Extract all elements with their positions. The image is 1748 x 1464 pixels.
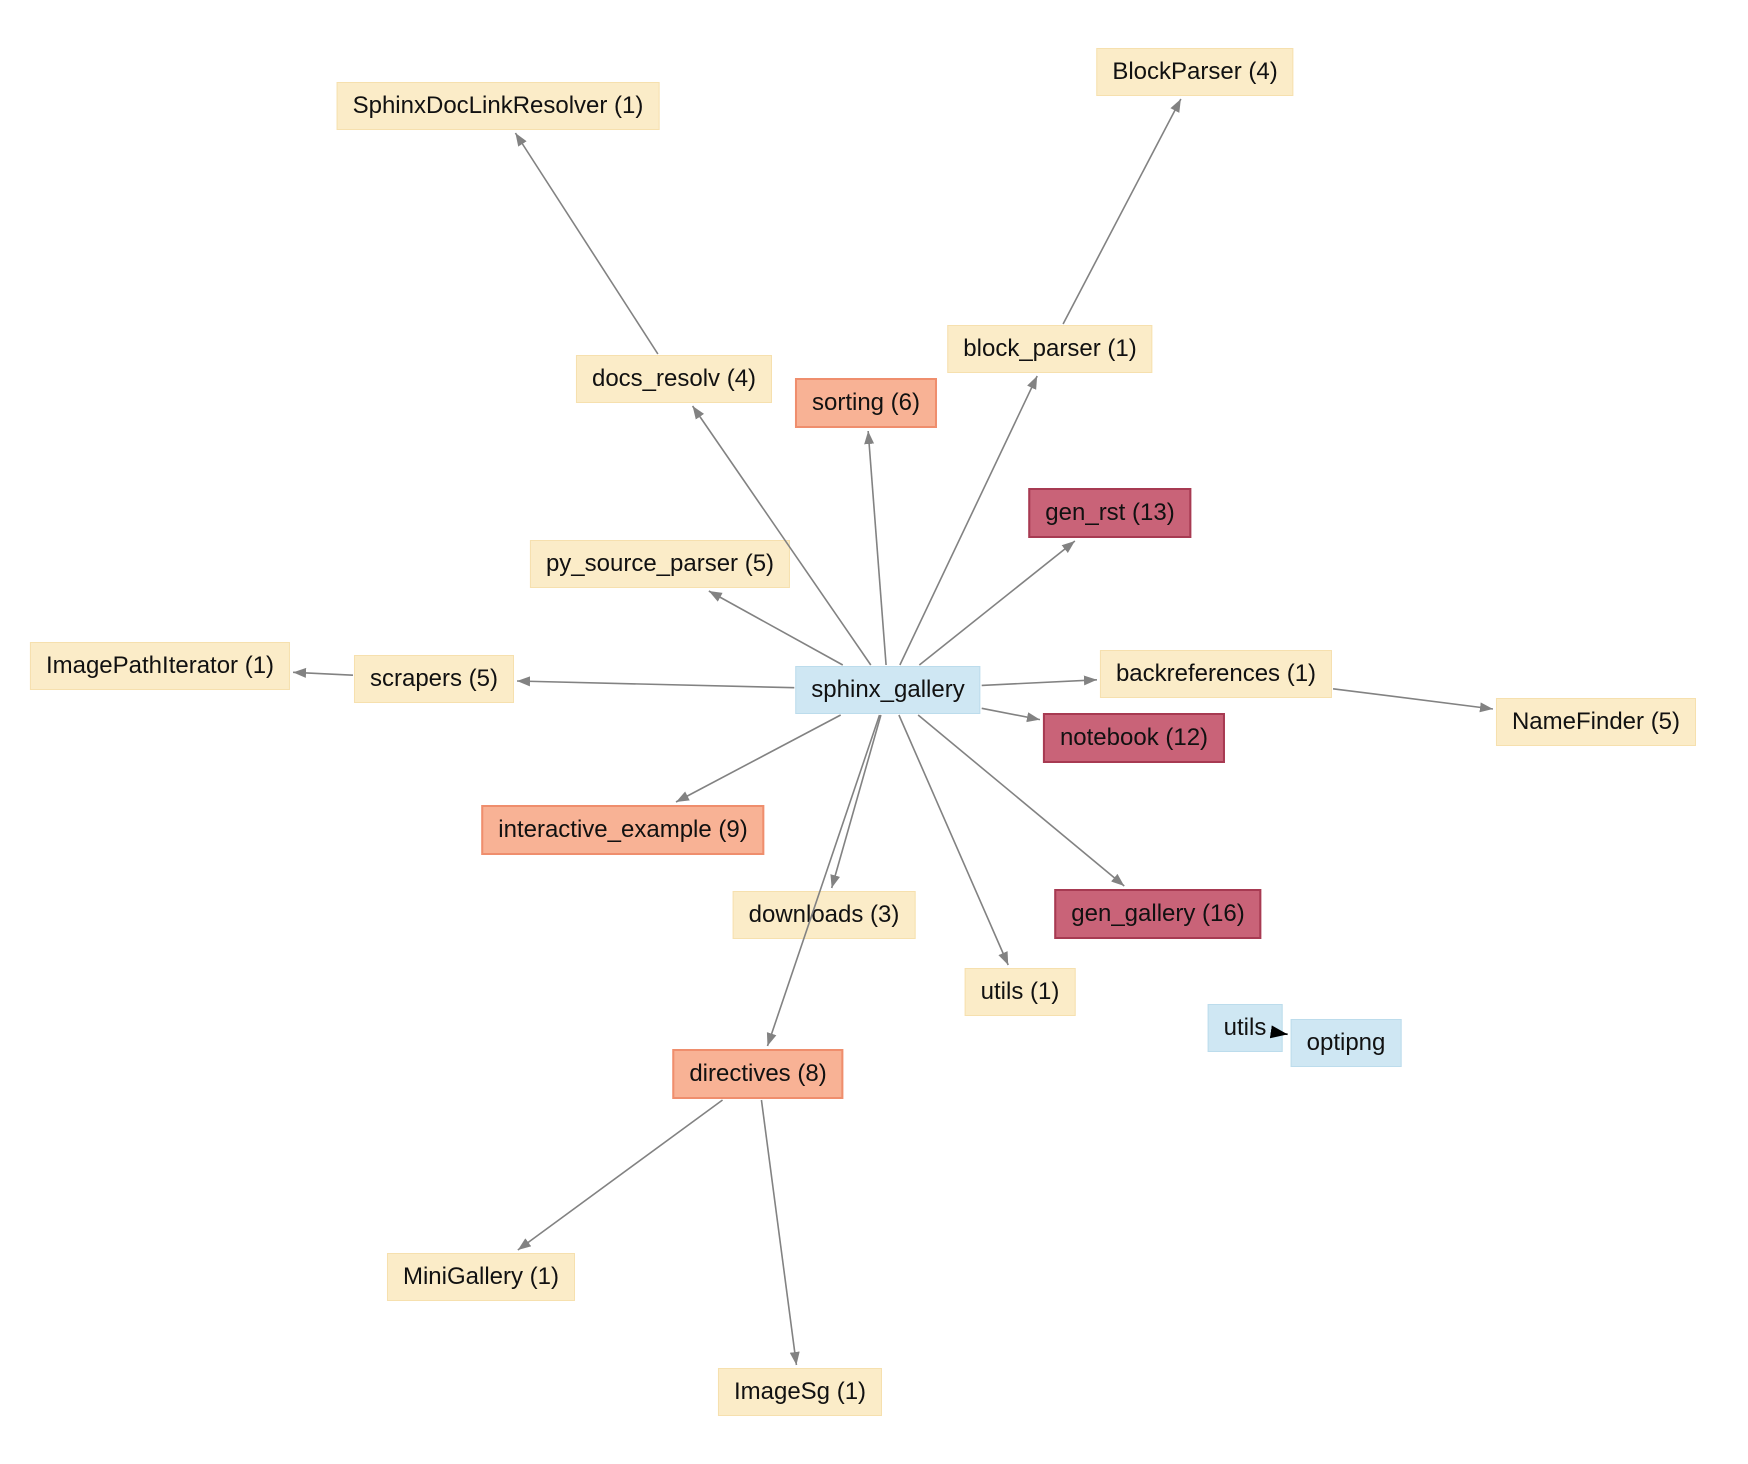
node-mini_gallery: MiniGallery (1) [386,1253,576,1301]
node-downloads: downloads (3) [732,891,916,939]
edge-sphinx_gallery-to-notebook [981,707,1041,723]
node-gen_rst: gen_rst (13) [1028,488,1192,538]
edge-sphinx_gallery-to-gen_rst [918,540,1076,666]
node-name_finder: NameFinder (5) [1495,698,1697,746]
edge-directives-to-mini_gallery [517,1099,723,1251]
edge-docs_resolv-to-sphinx_doc_link_resolver [514,132,659,355]
node-sphinx_gallery: sphinx_gallery [795,666,981,714]
node-py_source_parser: py_source_parser (5) [529,540,791,588]
node-interactive_example: interactive_example (9) [481,805,765,855]
edge-directives-to-image_sg [760,1099,800,1366]
edge-backreferences-to-name_finder [1332,687,1494,713]
edge-sphinx_gallery-to-scrapers [516,676,795,689]
node-notebook: notebook (12) [1042,713,1226,763]
node-image_sg: ImageSg (1) [717,1368,883,1416]
edge-sphinx_gallery-to-py_source_parser [708,590,844,666]
node-backreferences: backreferences (1) [1099,650,1333,698]
edge-utils_pkg-to-optipng [1269,1025,1288,1039]
node-image_path_iterator: ImagePathIterator (1) [29,642,291,690]
node-utils_module: utils (1) [964,968,1076,1016]
edge-sphinx_gallery-to-interactive_example [675,714,842,803]
edge-sphinx_gallery-to-backreferences [981,675,1097,687]
node-block_parser_class: BlockParser (4) [1096,48,1294,96]
node-sphinx_doc_link_resolver: SphinxDocLinkResolver (1) [336,82,660,130]
node-directives: directives (8) [672,1049,844,1099]
node-docs_resolv: docs_resolv (4) [575,355,773,403]
edge-sphinx_gallery-to-docs_resolv [691,405,872,666]
edge-sphinx_gallery-to-sorting [864,430,887,666]
node-gen_gallery: gen_gallery (16) [1054,889,1262,939]
edge-block_parser-to-block_parser_class [1062,98,1182,325]
node-scrapers: scrapers (5) [353,655,515,703]
node-block_parser: block_parser (1) [947,325,1153,373]
node-utils_pkg: utils [1207,1004,1283,1052]
edge-sphinx_gallery-to-downloads [830,714,882,889]
edge-sphinx_gallery-to-directives [766,714,881,1047]
node-sorting: sorting (6) [794,378,938,428]
node-optipng: optipng [1290,1019,1402,1067]
edge-scrapers-to-image_path_iterator [293,667,354,678]
